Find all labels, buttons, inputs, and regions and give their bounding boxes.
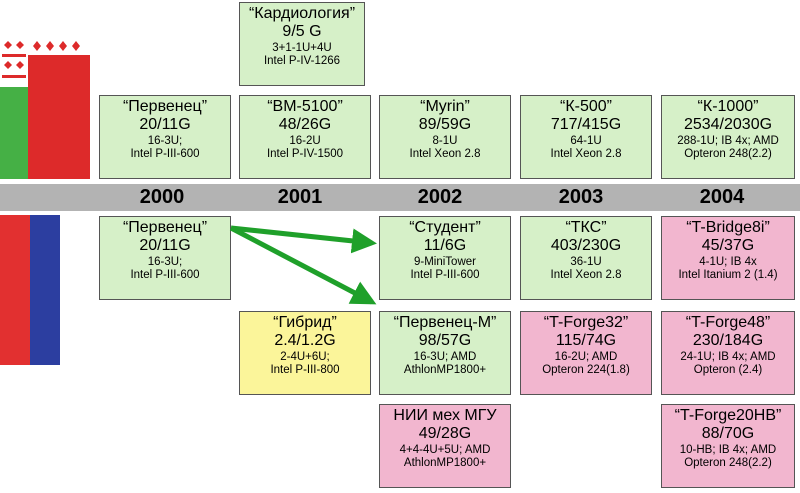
system-name: НИИ мех МГУ: [393, 407, 497, 424]
system-cpu: Opteron 224(1.8): [542, 364, 630, 376]
system-config: 3+1-1U+4U: [272, 41, 332, 54]
system-card-student: “Студент” 11/6G 9-MiniTower Intel P-III-…: [379, 216, 511, 300]
system-performance: 9/5 G: [282, 23, 322, 41]
system-config: 8-1U: [432, 134, 458, 147]
system-performance: 403/230G: [550, 237, 622, 255]
system-cpu: Intel P-III-800: [270, 364, 340, 376]
arrow-to-pervenets-m: [229, 225, 377, 305]
system-card-tforge48: “T-Forge48” 230/184G 24-1U; IB 4x; AMD O…: [661, 311, 795, 395]
system-performance: 717/415G: [550, 116, 622, 134]
system-name: “Гибрид”: [273, 314, 337, 331]
system-cpu: Opteron 248(2.2): [684, 148, 772, 160]
system-name: “T-Forge32”: [543, 314, 629, 331]
system-cpu: AthlonMP1800+: [403, 457, 487, 469]
system-cpu: Opteron 248(2.2): [684, 457, 772, 469]
system-name: “Myrin”: [420, 98, 470, 115]
year-2002: 2002: [417, 186, 463, 208]
system-cpu: AthlonMP1800+: [403, 364, 487, 376]
system-name: “T-Forge48”: [685, 314, 771, 331]
system-name: “Студент”: [409, 219, 481, 236]
system-config: 24-1U; IB 4x; AMD: [680, 350, 776, 363]
system-config: 16-2U: [289, 134, 321, 147]
belarus-flag-icon: [0, 35, 90, 179]
system-name: “Первенец-М”: [393, 314, 497, 331]
system-performance: 11/6G: [423, 237, 467, 255]
system-cpu: Intel Itanium 2 (1.4): [678, 269, 778, 281]
system-cpu: Intel Xeon 2.8: [550, 148, 622, 160]
arrow-to-student: [230, 225, 377, 254]
system-card-pervenets-ru: “Первенец” 20/11G 16-3U; Intel P-III-600: [99, 216, 231, 300]
system-name: “T-Bridge8i”: [686, 219, 770, 236]
system-name: “Кардиология”: [248, 5, 356, 22]
year-2004: 2004: [699, 186, 745, 208]
system-name: “Первенец”: [122, 219, 208, 236]
system-name: “ТКС”: [565, 219, 607, 236]
system-card-k500: “К-500” 717/415G 64-1U Intel Xeon 2.8: [520, 95, 652, 179]
system-cpu: Intel P-III-600: [130, 148, 200, 160]
system-card-myrin: “Myrin” 89/59G 8-1U Intel Xeon 2.8: [379, 95, 511, 179]
system-card-tforge20hb: “T-Forge20HB” 88/70G 10-HB; IB 4x; AMD O…: [661, 404, 795, 488]
system-config: 16-3U;: [147, 134, 183, 147]
system-card-tbridge8i: “T-Bridge8i” 45/37G 4-1U; IB 4x Intel It…: [661, 216, 795, 300]
system-performance: 88/70G: [701, 425, 755, 443]
system-config: 16-2U; AMD: [554, 350, 618, 363]
system-config: 36-1U: [570, 255, 602, 268]
system-performance: 20/11G: [139, 237, 191, 255]
system-performance: 48/26G: [278, 116, 332, 134]
system-card-tforge32: “T-Forge32” 115/74G 16-2U; AMD Opteron 2…: [520, 311, 652, 395]
system-cpu: Intel Xeon 2.8: [409, 148, 481, 160]
system-config: 16-3U;: [147, 255, 183, 268]
system-performance: 98/57G: [418, 332, 472, 350]
system-cpu: Intel P-III-600: [410, 269, 480, 281]
system-cpu: Intel P-IV-1500: [266, 148, 344, 160]
system-card-vm5100: “ВМ-5100” 48/26G 16-2U Intel P-IV-1500: [239, 95, 371, 179]
system-config: 288-1U; IB 4x; AMD: [677, 134, 779, 147]
system-performance: 89/59G: [418, 116, 472, 134]
system-performance: 2.4/1.2G: [274, 332, 336, 350]
system-performance: 49/28G: [418, 425, 472, 443]
system-cpu: Intel P-IV-1266: [263, 55, 341, 67]
year-2003: 2003: [558, 186, 604, 208]
system-performance: 115/74G: [555, 332, 617, 350]
system-card-pervenets-by: “Первенец” 20/11G 16-3U; Intel P-III-600: [99, 95, 231, 179]
system-name: “К-1000”: [697, 98, 759, 115]
system-config: 2-4U+6U;: [280, 350, 330, 363]
system-card-k1000: “К-1000” 2534/2030G 288-1U; IB 4x; AMD O…: [661, 95, 795, 179]
system-name: “T-Forge20HB”: [674, 407, 782, 424]
system-config: 10-HB; IB 4x; AMD: [679, 443, 777, 456]
system-config: 16-3U; AMD: [413, 350, 477, 363]
russia-flag-icon: [0, 215, 90, 365]
system-name: “ВМ-5100”: [267, 98, 343, 115]
timeline-bar: [0, 184, 800, 211]
system-card-tks: “ТКС” 403/230G 36-1U Intel Xeon 2.8: [520, 216, 652, 300]
system-card-gibrid: “Гибрид” 2.4/1.2G 2-4U+6U; Intel P-III-8…: [239, 311, 371, 395]
system-cpu: Intel Xeon 2.8: [550, 269, 622, 281]
system-cpu: Opteron (2.4): [693, 364, 763, 376]
system-card-nii-mgu: НИИ мех МГУ 49/28G 4+4-4U+5U; AMD Athlon…: [379, 404, 511, 488]
system-config: 4-1U; IB 4x: [699, 255, 757, 268]
system-card-pervenets-m: “Первенец-М” 98/57G 16-3U; AMD AthlonMP1…: [379, 311, 511, 395]
year-2000: 2000: [139, 186, 185, 208]
system-config: 9-MiniTower: [414, 255, 476, 268]
system-performance: 20/11G: [139, 116, 191, 134]
system-performance: 45/37G: [701, 237, 755, 255]
system-cpu: Intel P-III-600: [130, 269, 200, 281]
system-config: 4+4-4U+5U; AMD: [399, 443, 491, 456]
system-card-kardiologiya: “Кардиология” 9/5 G 3+1-1U+4U Intel P-IV…: [239, 2, 365, 86]
system-performance: 2534/2030G: [683, 116, 773, 134]
system-config: 64-1U: [570, 134, 602, 147]
system-name: “К-500”: [560, 98, 612, 115]
system-name: “Первенец”: [122, 98, 208, 115]
system-performance: 230/184G: [692, 332, 764, 350]
year-2001: 2001: [277, 186, 323, 208]
